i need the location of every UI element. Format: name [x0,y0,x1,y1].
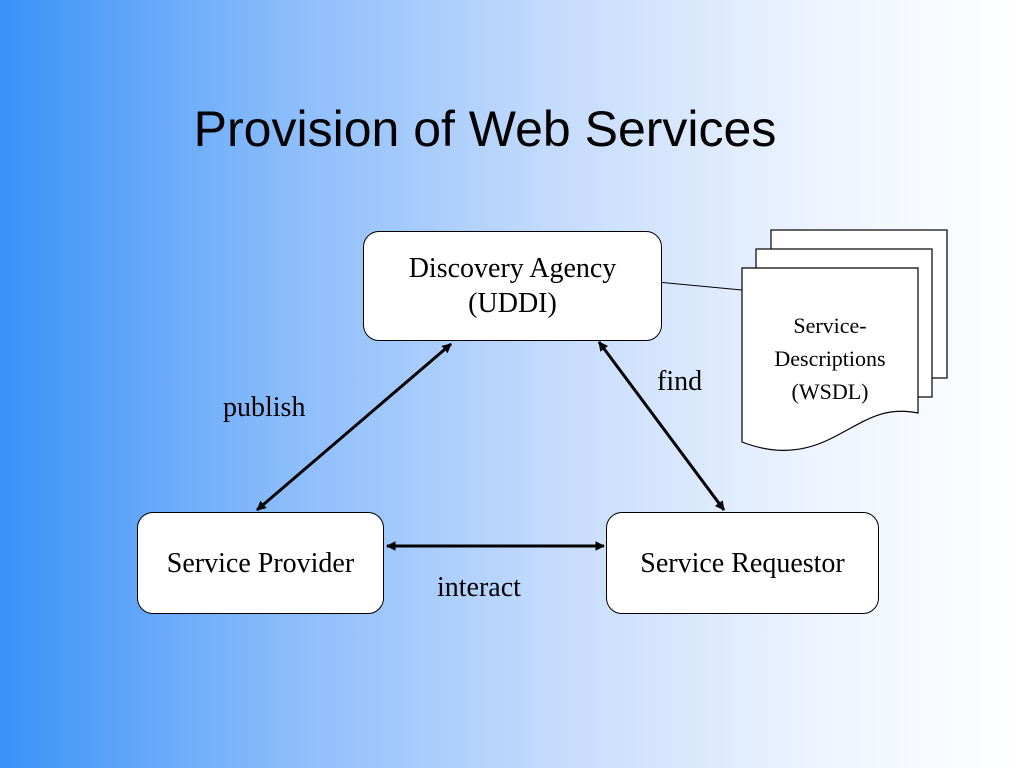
service-provider-node: Service Provider [137,512,384,614]
document-label-line-3: (WSDL) [791,379,869,404]
document-label-line-2: Descriptions [774,346,886,371]
document-stack-icon [741,229,948,451]
publish-arrow [256,342,452,512]
discovery-agency-sublabel: (UDDI) [468,288,557,319]
service-provider-label: Service Provider [166,547,355,579]
slide-title: Provision of Web Services [193,101,777,157]
find-arrow [597,341,726,511]
document-page-front [741,267,919,451]
document-label-line-1: Service- [793,313,867,338]
find-label: find [657,366,703,397]
publish-label: publish [223,392,306,423]
connector-line [656,281,743,291]
service-descriptions-label: Service- Descriptions (WSDL) [742,309,918,408]
interact-label: interact [437,572,521,603]
discovery-agency-label: Discovery Agency [408,253,617,284]
service-requestor-label: Service Requestor [640,547,845,579]
service-requestor-node: Service Requestor [606,512,879,614]
discovery-agency-node: Discovery Agency (UDDI) [363,231,662,341]
